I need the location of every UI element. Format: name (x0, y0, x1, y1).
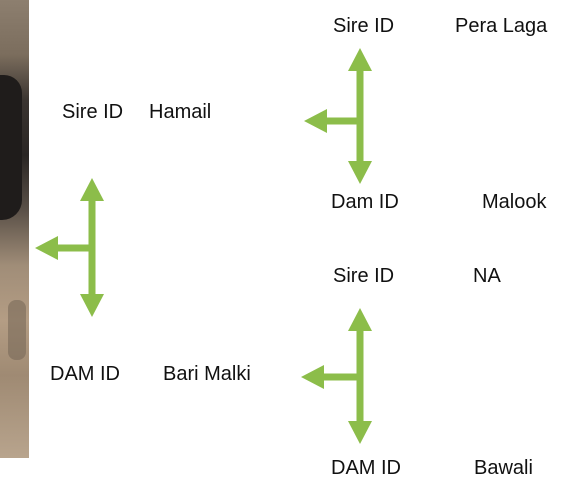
root-dam-value: Bari Malki (163, 363, 251, 385)
animal-photo-body (0, 75, 22, 220)
dam-parents-up-arrowhead (348, 308, 372, 331)
sire-parents-dam-value: Malook (482, 191, 547, 213)
dam-parents-down-arrowhead (348, 421, 372, 444)
dam-parents-sire-label: Sire ID (333, 265, 395, 287)
animal-photo (0, 0, 29, 458)
sire-parents-down-arrowhead (348, 161, 372, 184)
sire-parents-dam-label: Dam ID (331, 191, 399, 213)
sire-parents-sire-label: Sire ID (333, 15, 395, 37)
root-dam-label: DAM ID (50, 363, 120, 385)
root-down-arrowhead (80, 294, 104, 317)
dam-parents-dam-value: Bawali (474, 457, 533, 479)
dam-parents-sire-value: NA (473, 265, 501, 287)
root-up-arrowhead (80, 178, 104, 201)
dam-parents-dam-label: DAM ID (331, 457, 401, 479)
sire-parents-sire-value: Pera Laga (455, 15, 548, 37)
root-sire-value: Hamail (149, 101, 212, 123)
arrow-heads (35, 48, 372, 444)
sire-parents-up-arrowhead (348, 48, 372, 71)
root-left-arrowhead (35, 236, 58, 260)
arrow-group (57, 70, 364, 422)
sire-parents-left-arrowhead (304, 109, 327, 133)
animal-photo-ground (8, 300, 26, 360)
dam-parents-left-arrowhead (301, 365, 324, 389)
root-sire-label: Sire ID (62, 101, 124, 123)
